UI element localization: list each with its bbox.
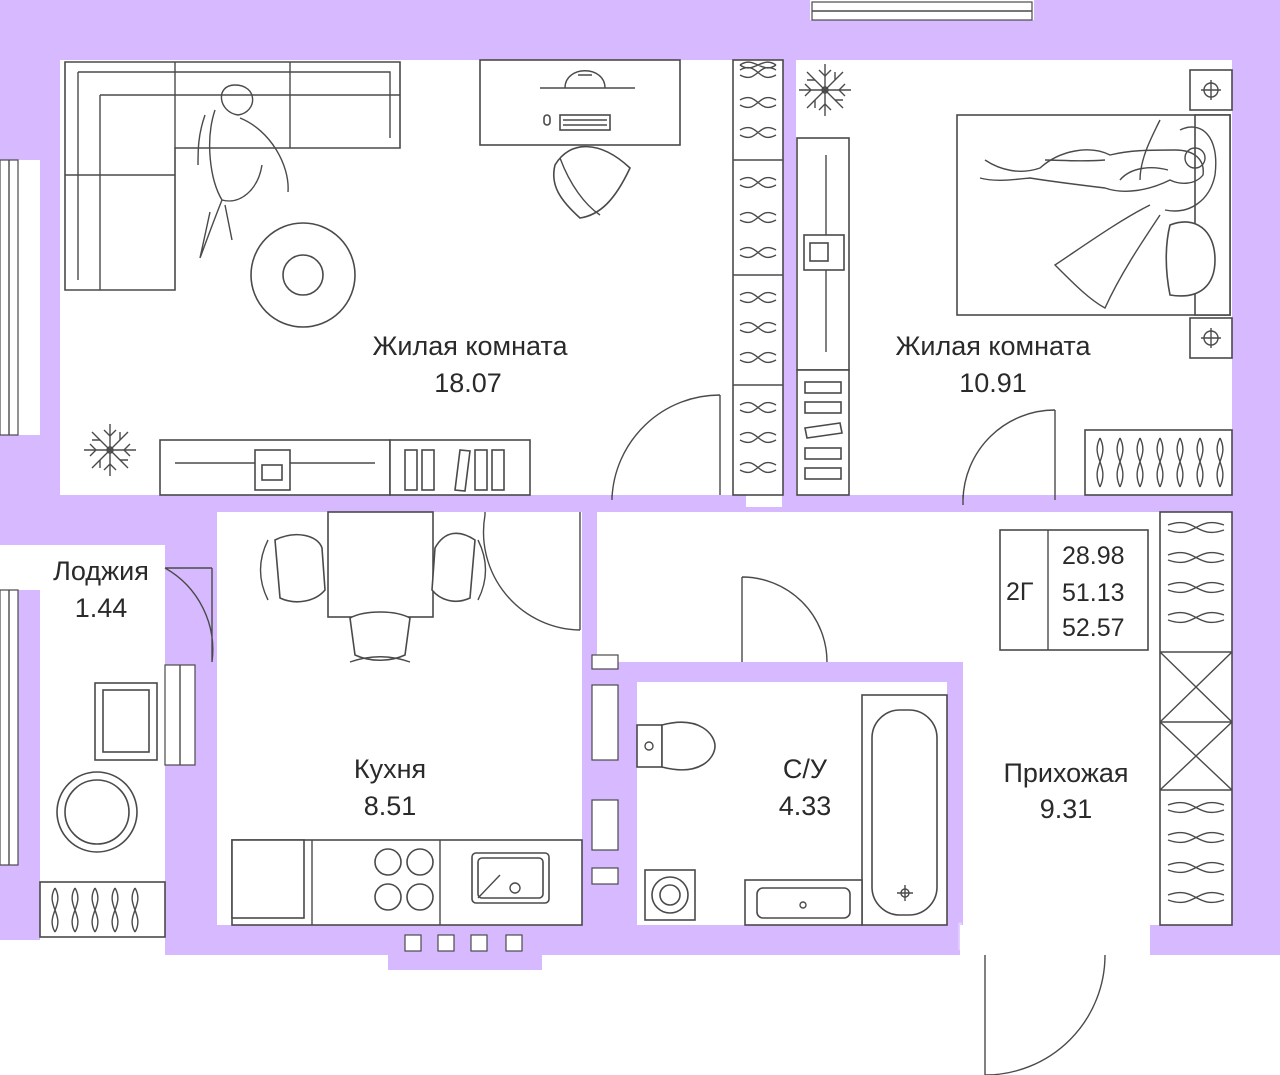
- bathtub-icon: [861, 694, 948, 926]
- living-room-2-area: 10.91: [959, 368, 1027, 398]
- total-area-with-loggia: 52.57: [1062, 614, 1125, 642]
- wardrobe-icon: [732, 59, 784, 496]
- hallway-name: Прихожая: [1003, 758, 1128, 788]
- washing-machine-icon: [644, 869, 696, 921]
- loggia-name: Лоджия: [53, 556, 149, 586]
- floor-corridor-top: [746, 495, 782, 507]
- person-icon: [197, 84, 289, 259]
- toilet-icon: [636, 721, 716, 771]
- living-room-1-furniture: [64, 59, 852, 496]
- bookshelf-icon: [389, 439, 531, 496]
- chair-icon: [259, 532, 487, 663]
- windows: [0, 1, 1033, 952]
- bathroom-name: С/У: [783, 754, 828, 784]
- doors: [164, 394, 1106, 1075]
- wardrobe-living-room-1: [732, 59, 784, 496]
- hallway-wardrobe-icon: [1159, 511, 1233, 926]
- living-area: 28.98: [1062, 542, 1125, 570]
- desk-chair-icon: [553, 145, 631, 219]
- vent-3: [470, 934, 488, 952]
- kitchen-furniture: [231, 511, 583, 926]
- vent-1: [404, 934, 422, 952]
- vent-4: [505, 934, 523, 952]
- watermark: Циан: [955, 915, 1051, 959]
- living-room-2-name: Жилая комната: [895, 331, 1091, 361]
- living-room-1-area: 18.07: [434, 368, 502, 398]
- desk-icon: [479, 59, 681, 146]
- living-room-2-furniture: [796, 69, 1233, 496]
- rug-icon: [250, 222, 356, 328]
- apartment-spec-box: 2Г 28.98 51.13 52.57: [999, 529, 1149, 651]
- door-entrance: [984, 954, 1106, 1075]
- vent-2: [437, 934, 455, 952]
- door-loggia: [164, 567, 214, 663]
- bathroom-fixtures: [636, 694, 948, 926]
- tv-icon: [796, 137, 850, 371]
- tv-stand-icon: [159, 439, 391, 496]
- living-room-1-name: Жилая комната: [372, 331, 568, 361]
- loggia-furniture: [39, 682, 166, 938]
- hangers-wardrobe-1: [739, 67, 777, 473]
- stove-icon: [374, 848, 434, 911]
- room-labels: Жилая комната 18.07 Жилая комната 10.91 …: [53, 331, 1128, 824]
- door-living-room-1: [611, 394, 721, 500]
- floor-vestibule: [985, 925, 1145, 1075]
- washbasin-icon: [744, 879, 863, 926]
- sofa-icon: [64, 61, 401, 291]
- dining-table-icon: [327, 511, 434, 618]
- door-kitchen: [482, 512, 581, 631]
- bookshelf-2-icon: [796, 369, 850, 496]
- hallway-area: 9.31: [1040, 794, 1093, 824]
- vent-7: [591, 799, 619, 851]
- apartment-type: 2Г: [1006, 578, 1034, 606]
- door-bathroom: [741, 576, 828, 663]
- loggia-area: 1.44: [75, 593, 128, 623]
- sleeping-person-icon: [979, 147, 1206, 192]
- vent-5: [591, 654, 619, 670]
- vent-8: [591, 867, 619, 885]
- bed-icon: [956, 114, 1231, 316]
- armchair-icon: [94, 682, 158, 761]
- kitchen-counter-icon: [231, 839, 583, 926]
- vent-6: [591, 684, 619, 761]
- round-table-icon: [56, 771, 138, 853]
- kitchen-area: 8.51: [364, 791, 417, 821]
- sink-icon: [471, 852, 550, 904]
- loggia-wardrobe-icon: [39, 881, 166, 938]
- outlet-icon: [1189, 69, 1233, 359]
- total-area: 51.13: [1062, 579, 1125, 607]
- wardrobe-2-icon: [1084, 429, 1233, 496]
- door-living-room-2: [962, 409, 1056, 505]
- kitchen-name: Кухня: [354, 754, 426, 784]
- bathroom-area: 4.33: [779, 791, 832, 821]
